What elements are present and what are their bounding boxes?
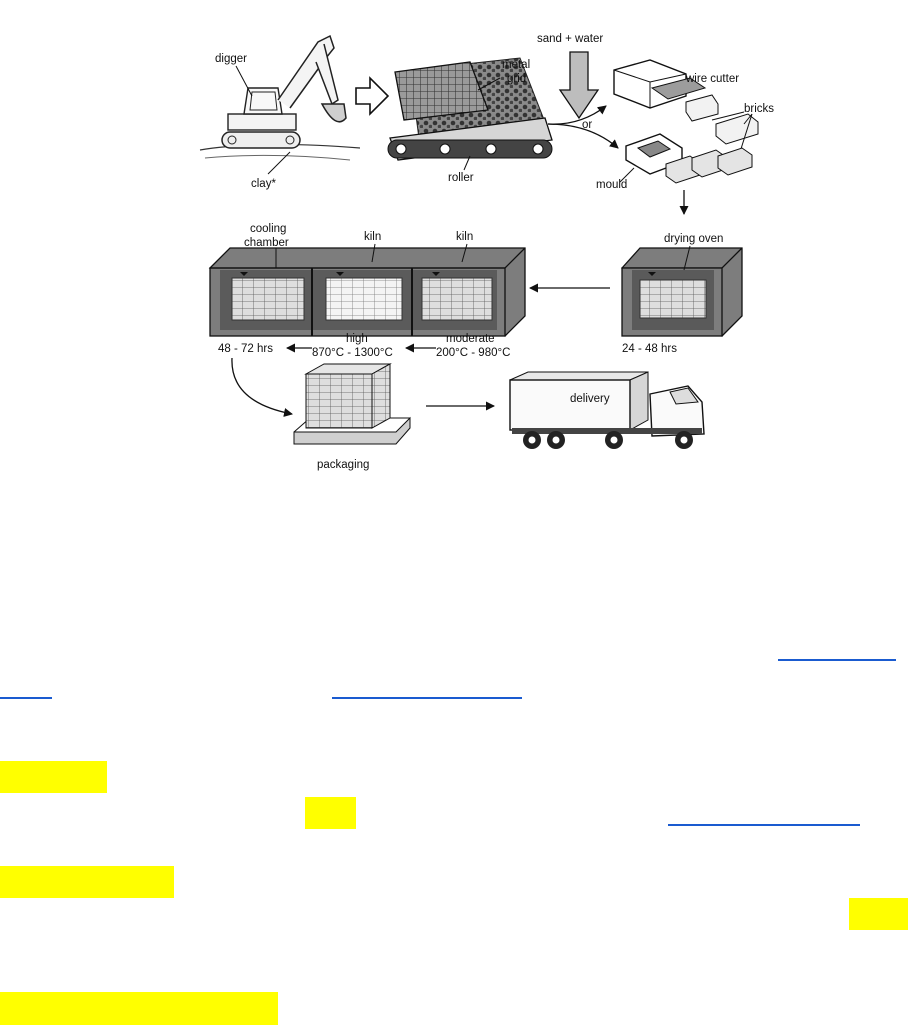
bricks-label: bricks: [744, 103, 774, 115]
link-underline[interactable]: [668, 824, 860, 826]
delivery-truck-illustration: [509, 371, 705, 449]
cooling-chamber-label-line1: cooling: [250, 223, 286, 235]
link-underline[interactable]: [332, 697, 522, 699]
mould-illustration: [625, 133, 753, 184]
drying-oven-label: drying oven: [664, 233, 723, 245]
cooling-time-label: 48 - 72 hrs: [218, 343, 273, 355]
roller-label: roller: [448, 172, 474, 184]
roller-conveyor: [387, 57, 553, 161]
moderate-temp-label: 200°C - 980°C: [436, 347, 510, 359]
brick-production-diagram: digger clay* metal grid roller sand + wa…: [199, 33, 774, 471]
flow-arrow-curve: [231, 357, 293, 417]
high-temp-label: 870°C - 1300°C: [312, 347, 393, 359]
text-highlight: [849, 898, 908, 930]
packaging-illustration: [293, 363, 411, 445]
moderate-label: moderate: [446, 333, 495, 345]
metal-grid-label-line2: grid: [507, 73, 526, 85]
high-label: high: [346, 333, 368, 345]
metal-grid-label-line1: metal: [502, 59, 530, 71]
digger-illustration: [199, 34, 361, 161]
sand-water-arrow: [558, 51, 600, 120]
drying-time-label: 24 - 48 hrs: [622, 343, 677, 355]
wire-cutter-label: wire cutter: [685, 73, 739, 85]
text-highlight: [0, 866, 174, 898]
packaging-label: packaging: [317, 459, 369, 471]
delivery-label: delivery: [570, 393, 610, 405]
text-highlight: [305, 797, 356, 829]
mould-label: mould: [596, 179, 627, 191]
drying-oven-illustration: [621, 247, 743, 337]
digger-label: digger: [215, 53, 247, 65]
kiln-moderate-label: kiln: [456, 231, 473, 243]
link-underline[interactable]: [778, 659, 896, 661]
link-underline[interactable]: [0, 697, 52, 699]
kiln-tunnel-illustration: [208, 247, 526, 337]
text-highlight: [0, 992, 278, 1025]
text-highlight: [0, 761, 107, 793]
cooling-chamber-label-line2: chamber: [244, 237, 289, 249]
wire-cutter-illustration: [613, 59, 759, 145]
sand-water-label: sand + water: [537, 33, 603, 45]
kiln-high-label: kiln: [364, 231, 381, 243]
clay-label: clay*: [251, 178, 276, 190]
flow-arrow-outline: [355, 76, 390, 116]
or-label: or: [582, 119, 592, 131]
